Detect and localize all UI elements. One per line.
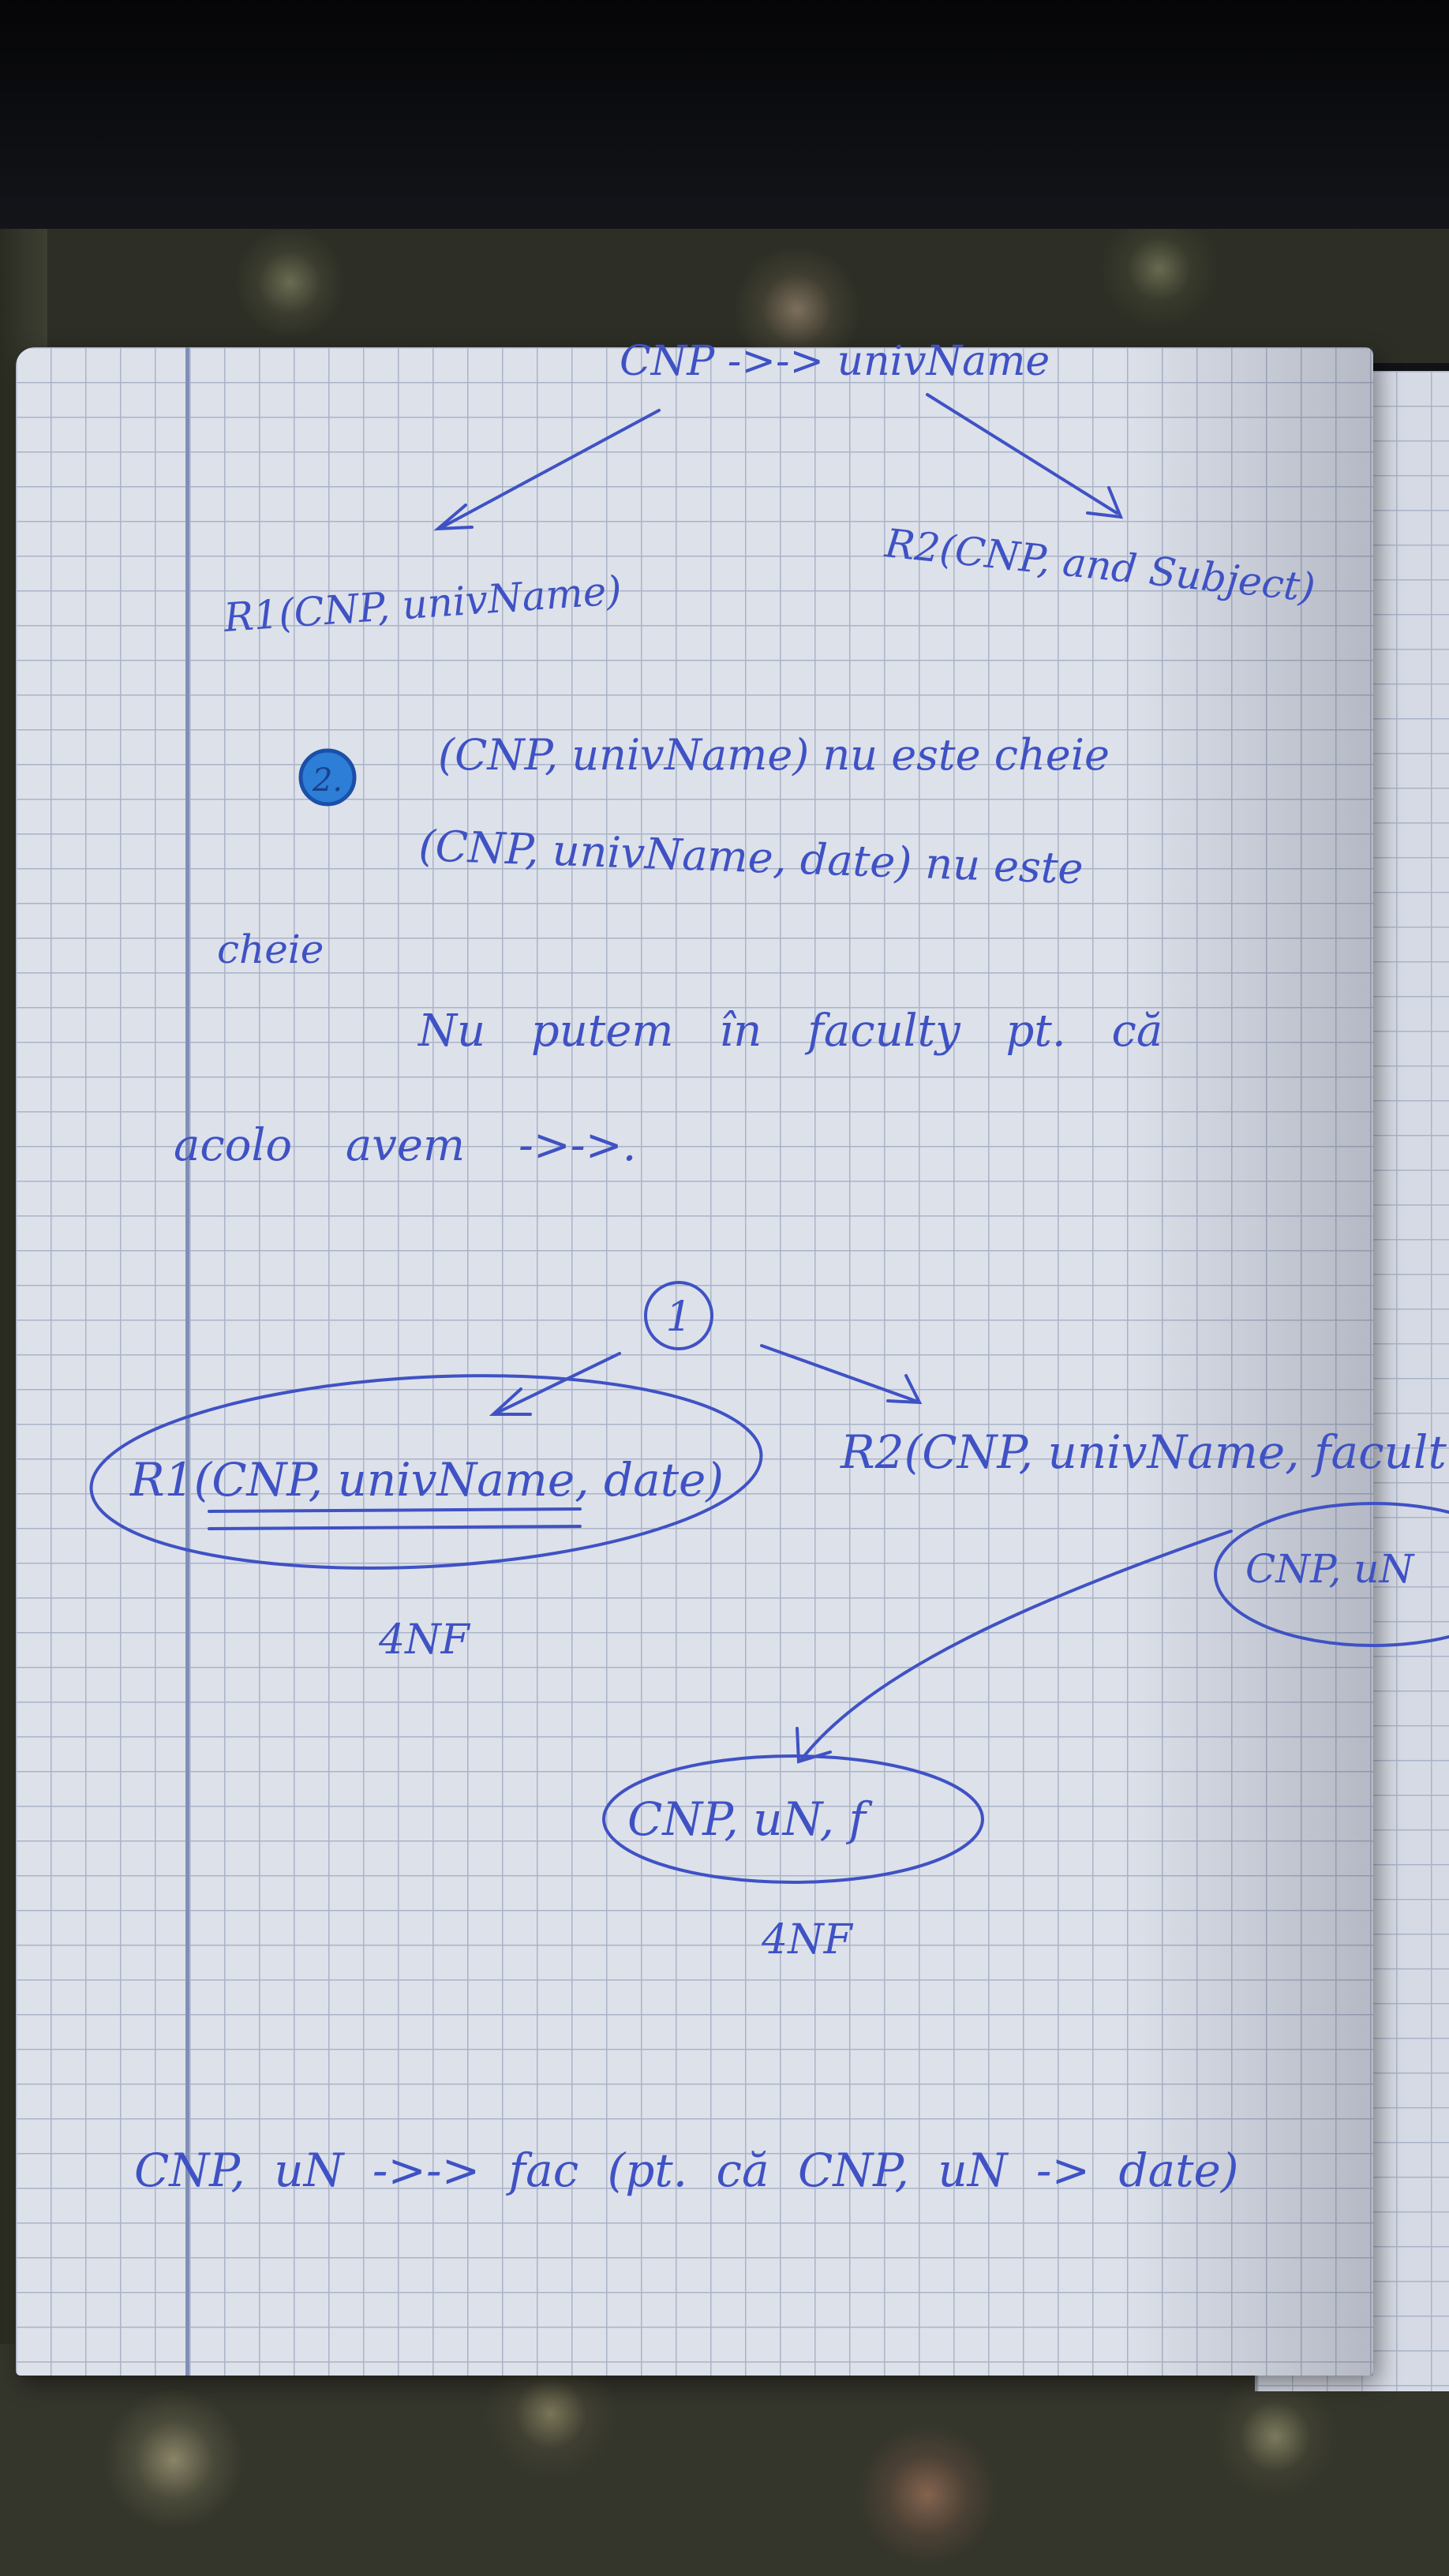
r1-bottom-nf: 4NF xyxy=(378,1616,471,1664)
circle-number: 1 xyxy=(644,1281,713,1350)
sub-relation: CNP, uN, f xyxy=(627,1792,874,1846)
r1-ellipse xyxy=(89,1374,763,1570)
dark-background xyxy=(0,0,1449,245)
note-line-1: (CNP, univName) nu este cheie xyxy=(438,730,1110,780)
r1-top: R1(CNP, univName) xyxy=(222,567,623,641)
arrow-curve xyxy=(799,1530,1233,1762)
svg-text:2.: 2. xyxy=(312,762,343,799)
svg-text:1: 1 xyxy=(665,1294,691,1341)
tablecloth-bottom xyxy=(0,2344,1449,2576)
top-dependency: CNP ->-> univName xyxy=(620,338,1050,385)
arrow-left-bottom xyxy=(496,1352,621,1414)
sub-relation-nf: 4NF xyxy=(761,1916,854,1964)
r2-sub: CNP, uN xyxy=(1245,1546,1416,1592)
arrow-left-top xyxy=(440,409,661,529)
bottom-line: CNP, uN ->-> fac (pt. că CNP, uN -> date… xyxy=(134,2144,1238,2197)
r2-top: R2(CNP, and Subject) xyxy=(882,520,1317,611)
note-line-3: Nu putem în faculty pt. că xyxy=(417,1005,1163,1057)
key-underline-1 xyxy=(208,1507,582,1513)
note-line-2: (CNP, univName, date) nu este xyxy=(418,821,1084,893)
item-number-badge: 2. xyxy=(298,748,357,807)
sub-relation-ellipse xyxy=(602,1754,984,1884)
margin-line xyxy=(185,347,189,2376)
note-line-4: acolo avem ->->. xyxy=(174,1120,636,1171)
arrowhead-left-top xyxy=(433,504,474,531)
arrowhead-right-top xyxy=(1086,486,1124,519)
note-line-2-cont: cheie xyxy=(217,927,324,972)
r1-bottom: R1(CNP, univName, date) xyxy=(129,1453,724,1507)
key-underline-2 xyxy=(208,1525,582,1530)
arrow-right-bottom xyxy=(760,1344,917,1402)
tablecloth-top xyxy=(0,229,1449,363)
r2-sub-ellipse xyxy=(1214,1502,1449,1647)
r2-bottom: R2(CNP, univName, facult xyxy=(840,1425,1447,1479)
arrowhead-left-bottom xyxy=(489,1387,532,1416)
arrow-right-top xyxy=(926,393,1118,515)
arrowhead-right-bottom xyxy=(886,1374,923,1405)
page-curve-shadow xyxy=(1121,347,1373,2376)
notebook-left-page xyxy=(16,347,1373,2376)
